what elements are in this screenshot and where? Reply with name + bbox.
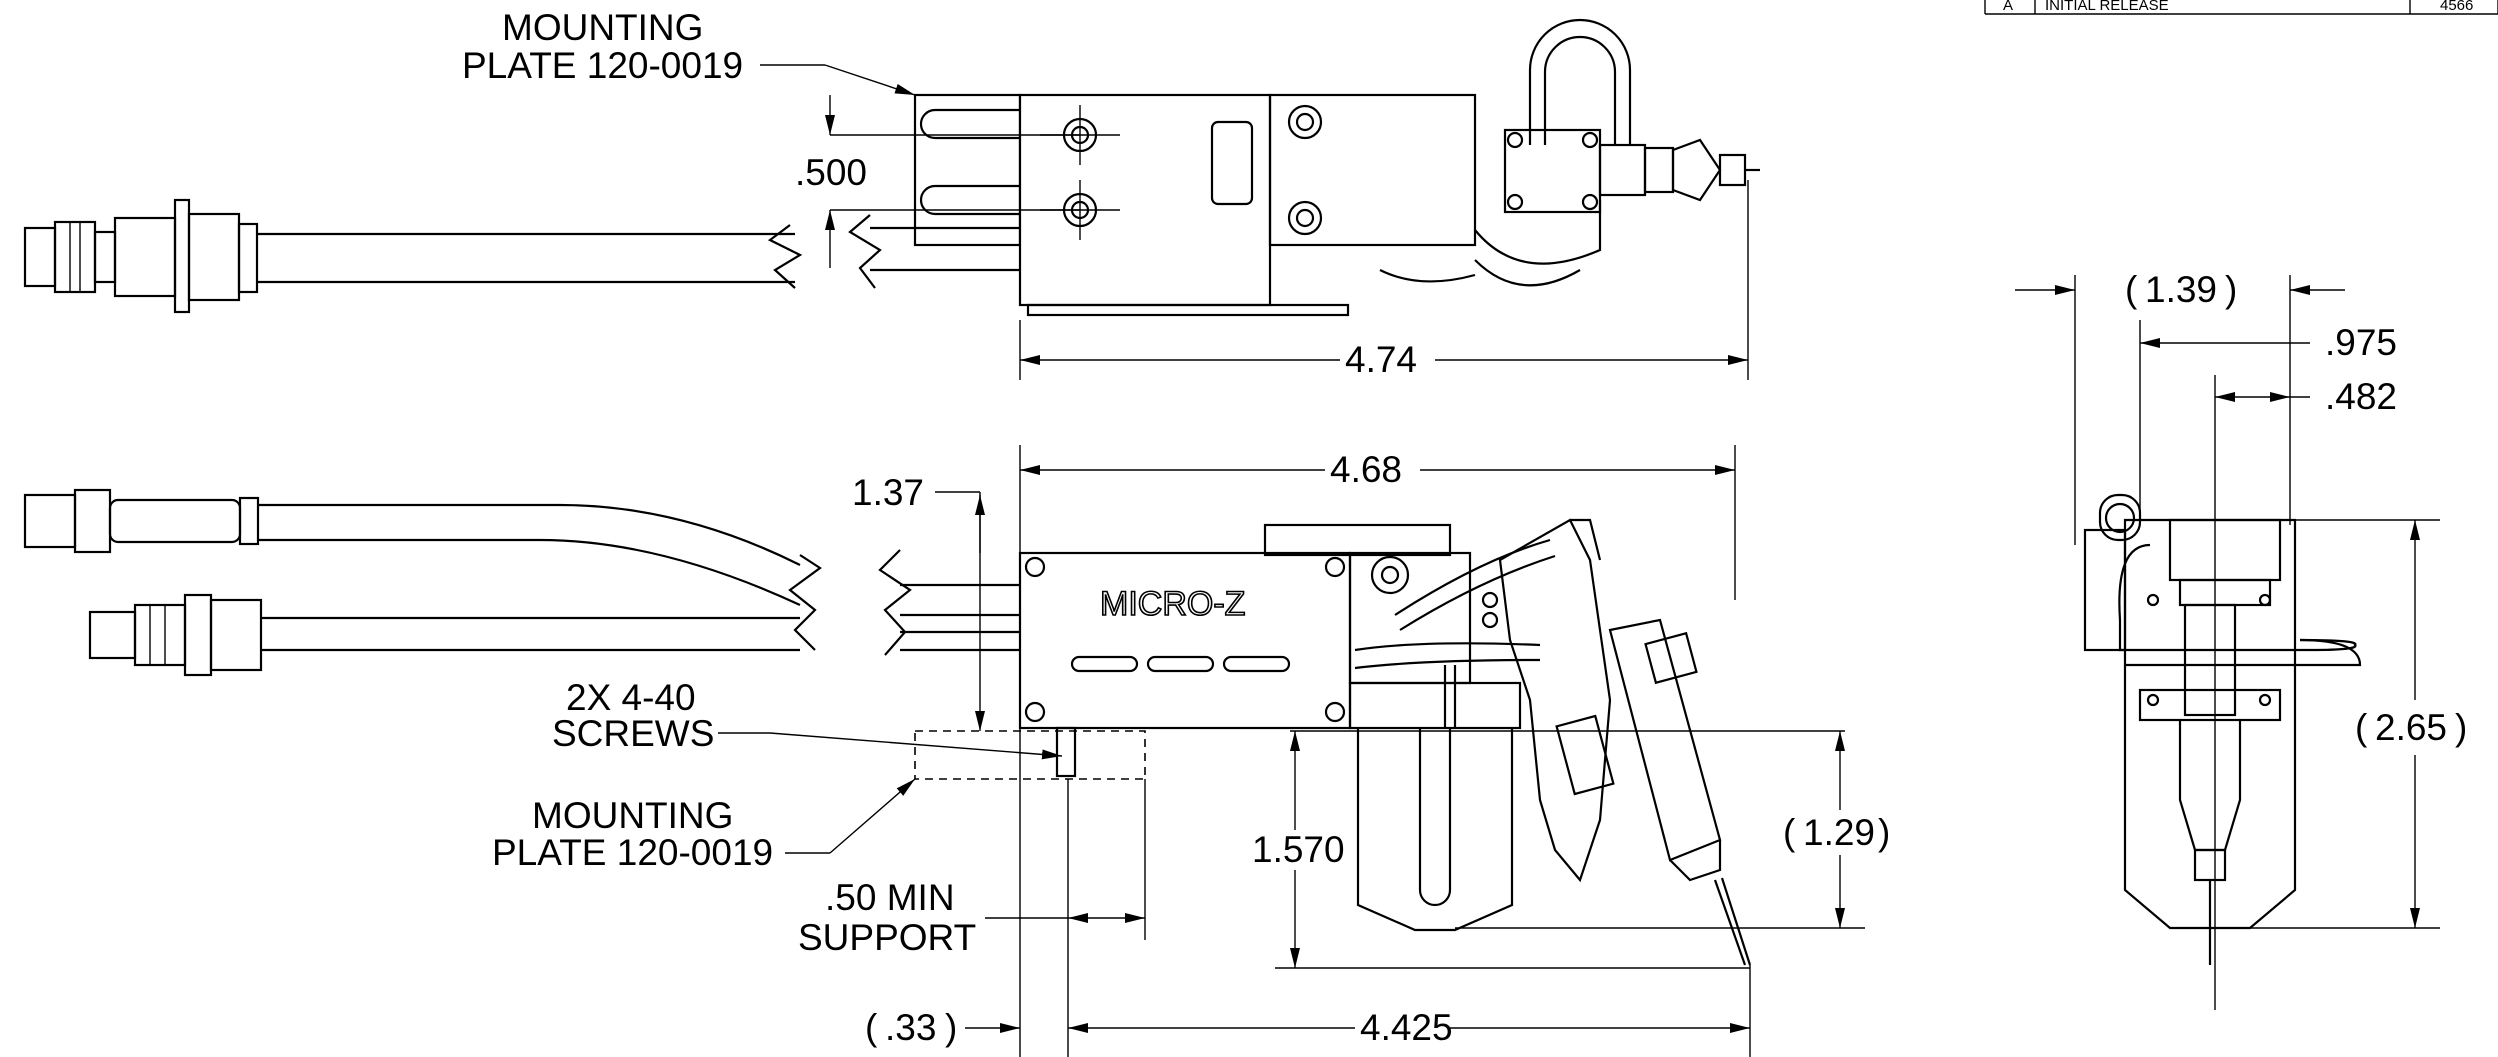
front-cables: [258, 503, 1020, 656]
top-mounting-plate: [913, 93, 1022, 247]
dim-975: .975: [2139, 320, 2397, 520]
dim-265-open-paren: (: [2355, 707, 2368, 748]
dim-468: 4.68: [1019, 445, 1736, 600]
front-mounting-plate-line1: MOUNTING: [532, 795, 733, 836]
dim-139: ( 1.39 ): [2015, 269, 2345, 545]
dim-500-label: .500: [795, 152, 867, 193]
revision-description: INITIAL RELEASE: [2045, 0, 2169, 14]
front-view: MICRO-Z: [23, 445, 1890, 1057]
front-connector-lower: [88, 593, 263, 677]
support-dim: .50 MIN SUPPORT: [798, 779, 1146, 1057]
top-mounting-plate-callout: MOUNTING PLATE 120-0019: [462, 7, 916, 96]
top-mounting-plate-line2: PLATE 120-0019: [462, 45, 743, 86]
revision-letter: A: [2003, 0, 2013, 14]
dim-033-label: .33: [885, 1007, 936, 1048]
front-connector-upper: [23, 488, 260, 554]
dim-139-label: 1.39: [2145, 269, 2217, 310]
side-valve-outline: [2083, 493, 2362, 1010]
dim-129-close-paren: ): [1878, 812, 1890, 853]
screws-line1: 2X 4-40: [566, 677, 696, 718]
dim-4425-label: 4.425: [1360, 1007, 1453, 1048]
dim-033-close-paren: ): [945, 1007, 957, 1048]
dim-4425: 4.425: [1068, 965, 1751, 1057]
dim-139-open-paren: (: [2125, 269, 2138, 310]
dim-265-close-paren: ): [2455, 707, 2467, 748]
dim-474: 4.74: [1019, 180, 1749, 380]
front-valve-body: MICRO-Z: [1018, 518, 1752, 966]
revision-table: A INITIAL RELEASE 4566: [1984, 0, 2498, 15]
screws-line2: SCREWS: [552, 713, 714, 754]
screws-callout: 2X 4-40 SCREWS: [552, 677, 1063, 760]
dim-137: 1.37: [852, 472, 985, 731]
dim-265-label: 2.65: [2375, 707, 2447, 748]
front-mounting-plate-outline: [914, 730, 1146, 780]
top-mounting-plate-line1: MOUNTING: [502, 7, 703, 48]
dim-137-label: 1.37: [852, 472, 924, 513]
top-cable-connector: [23, 198, 259, 314]
front-mounting-plate-callout: MOUNTING PLATE 120-0019: [492, 778, 916, 873]
top-cable: [257, 214, 1020, 289]
support-line2: SUPPORT: [798, 917, 976, 958]
side-view: ( 1.39 ) .975 .482 ( 2.65 ): [2015, 269, 2467, 1010]
front-mounting-plate-line2: PLATE 120-0019: [492, 832, 773, 873]
dim-468-label: 4.68: [1330, 449, 1402, 490]
dim-1570-label: 1.570: [1252, 829, 1345, 870]
top-view: .500 MOUNTING PLATE 120-0019 4.74: [23, 7, 1760, 380]
dim-129: ( 1.29 ): [1455, 731, 1890, 929]
dim-482-label: .482: [2325, 376, 2397, 417]
support-line1: .50 MIN: [825, 877, 955, 918]
dim-129-open-paren: (: [1783, 812, 1796, 853]
dim-975-label: .975: [2325, 322, 2397, 363]
dim-474-label: 4.74: [1345, 339, 1417, 380]
dim-139-close-paren: ): [2225, 269, 2237, 310]
dim-482: .482: [2214, 375, 2397, 525]
top-valve-body: [1018, 18, 1760, 317]
brand-label: MICRO-Z: [1100, 585, 1245, 623]
dim-500: .500: [795, 95, 1080, 268]
dim-265: ( 2.65 ): [2220, 519, 2467, 929]
dim-129-label: 1.29: [1803, 812, 1875, 853]
dim-033: ( .33 ): [865, 728, 1021, 1057]
dim-1570: 1.570: [1252, 730, 1845, 969]
revision-reference: 4566: [2440, 0, 2473, 14]
dim-033-open-paren: (: [865, 1007, 878, 1048]
